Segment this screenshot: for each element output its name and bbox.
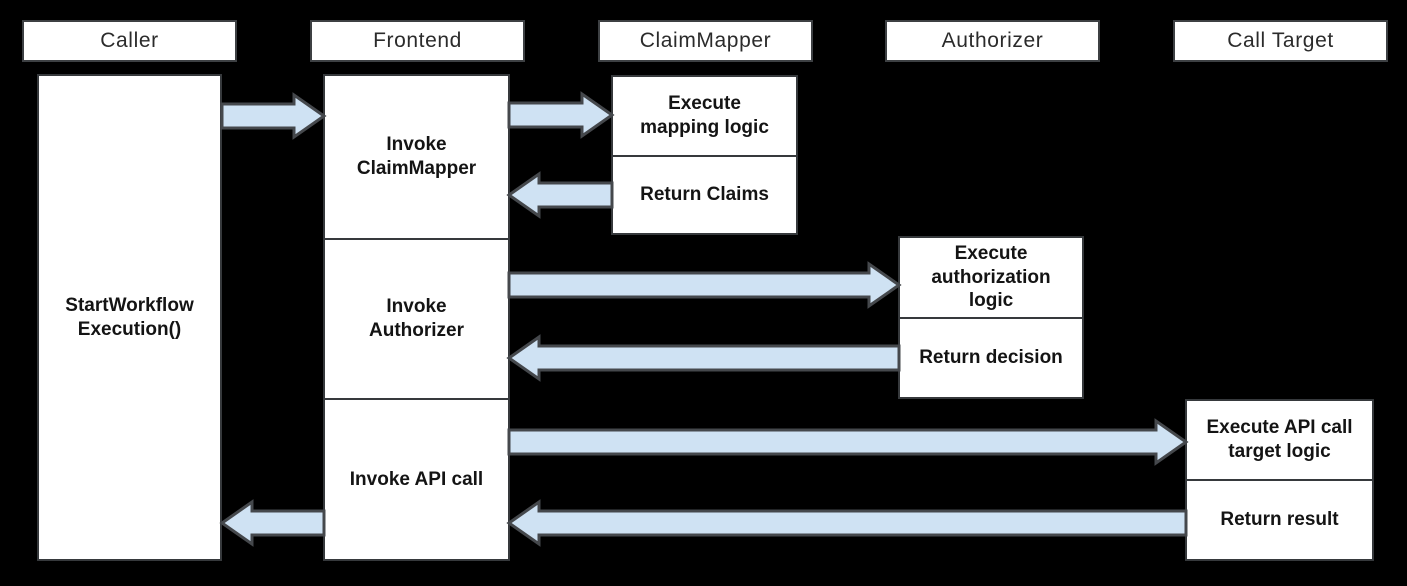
step-execute-mapping-logic: Execute mapping logic [640, 93, 769, 138]
step-return-decision: Return decision [900, 317, 1082, 397]
step-return-result: Return result [1187, 479, 1372, 559]
frontend-to-caller-arrow [219, 499, 326, 547]
claimmapper-to-frontend-arrow [506, 171, 614, 219]
authorizer-to-frontend-arrow [506, 334, 901, 382]
step-execute-authorization-logic: Execute authorization logic [931, 242, 1051, 312]
step-execute-api-call-target-logic: Execute API call target logic [1206, 417, 1353, 462]
lifeline-header-frontend: Frontend [310, 20, 525, 62]
activation-claimmapper: Execute mapping logic Return Claims [611, 75, 798, 235]
activation-frontend: Invoke ClaimMapper Invoke Authorizer Inv… [323, 74, 510, 561]
lifeline-header-claimmapper: ClaimMapper [598, 20, 813, 62]
frontend-to-calltarget-arrow [507, 418, 1189, 466]
activation-caller: StartWorkflow Execution() [37, 74, 222, 561]
lifeline-header-calltarget: Call Target [1173, 20, 1388, 62]
step-invoke-authorizer: Invoke Authorizer [325, 238, 508, 398]
lifeline-header-authorizer: Authorizer [885, 20, 1100, 62]
activation-calltarget: Execute API call target logic Return res… [1185, 399, 1374, 561]
caller-to-frontend-arrow [220, 92, 327, 140]
calltarget-to-frontend-arrow [506, 499, 1188, 547]
lifeline-header-caller: Caller [22, 20, 237, 62]
step-return-claims: Return Claims [613, 155, 796, 233]
frontend-to-authorizer-arrow [507, 261, 902, 309]
frontend-to-claimmapper-arrow [507, 91, 615, 139]
step-startworkflow-execution: StartWorkflow Execution() [65, 294, 194, 340]
activation-authorizer: Execute authorization logic Return decis… [898, 236, 1084, 399]
step-invoke-claimmapper: Invoke ClaimMapper [356, 134, 477, 179]
step-invoke-api-call: Invoke API call [325, 398, 508, 559]
